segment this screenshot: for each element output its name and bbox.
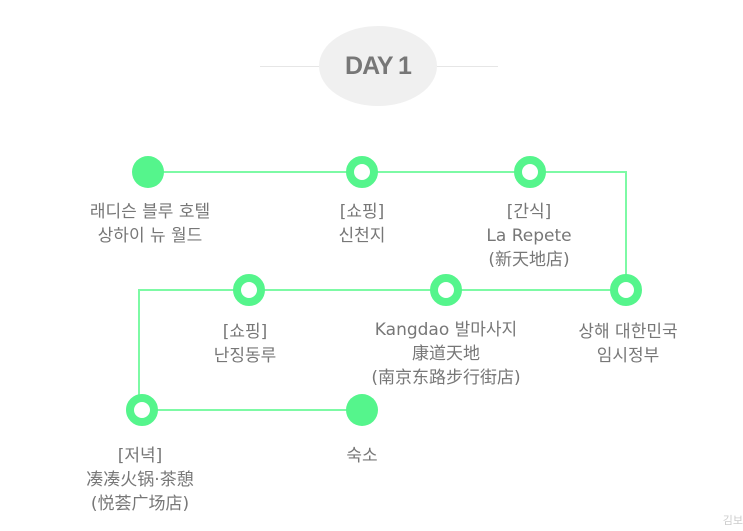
node-stop (126, 394, 158, 426)
title-line-left (260, 66, 330, 67)
node-label: 숙소 (346, 446, 378, 466)
node-stop (233, 274, 265, 306)
route-line (148, 171, 627, 173)
node-start (132, 156, 164, 188)
watermark: 김보 (722, 514, 743, 527)
node-stop (430, 274, 462, 306)
day-title: DAY 1 (319, 26, 437, 106)
node-stop (514, 156, 546, 188)
node-stop (610, 274, 642, 306)
node-label: [쇼핑]난징동루 (213, 322, 277, 366)
title-line-right (426, 66, 498, 67)
route-line (138, 289, 627, 291)
node-end (346, 394, 378, 426)
node-stop (346, 156, 378, 188)
node-label: [간식]La Repete(新天地店) (486, 202, 572, 270)
node-label: [쇼핑]신천지 (338, 202, 386, 246)
route-line (138, 289, 140, 411)
node-label: [저녁]凑凑火锅·茶憩(悦荟广场店) (86, 446, 194, 514)
route-line (138, 409, 362, 411)
route-line (625, 171, 627, 291)
